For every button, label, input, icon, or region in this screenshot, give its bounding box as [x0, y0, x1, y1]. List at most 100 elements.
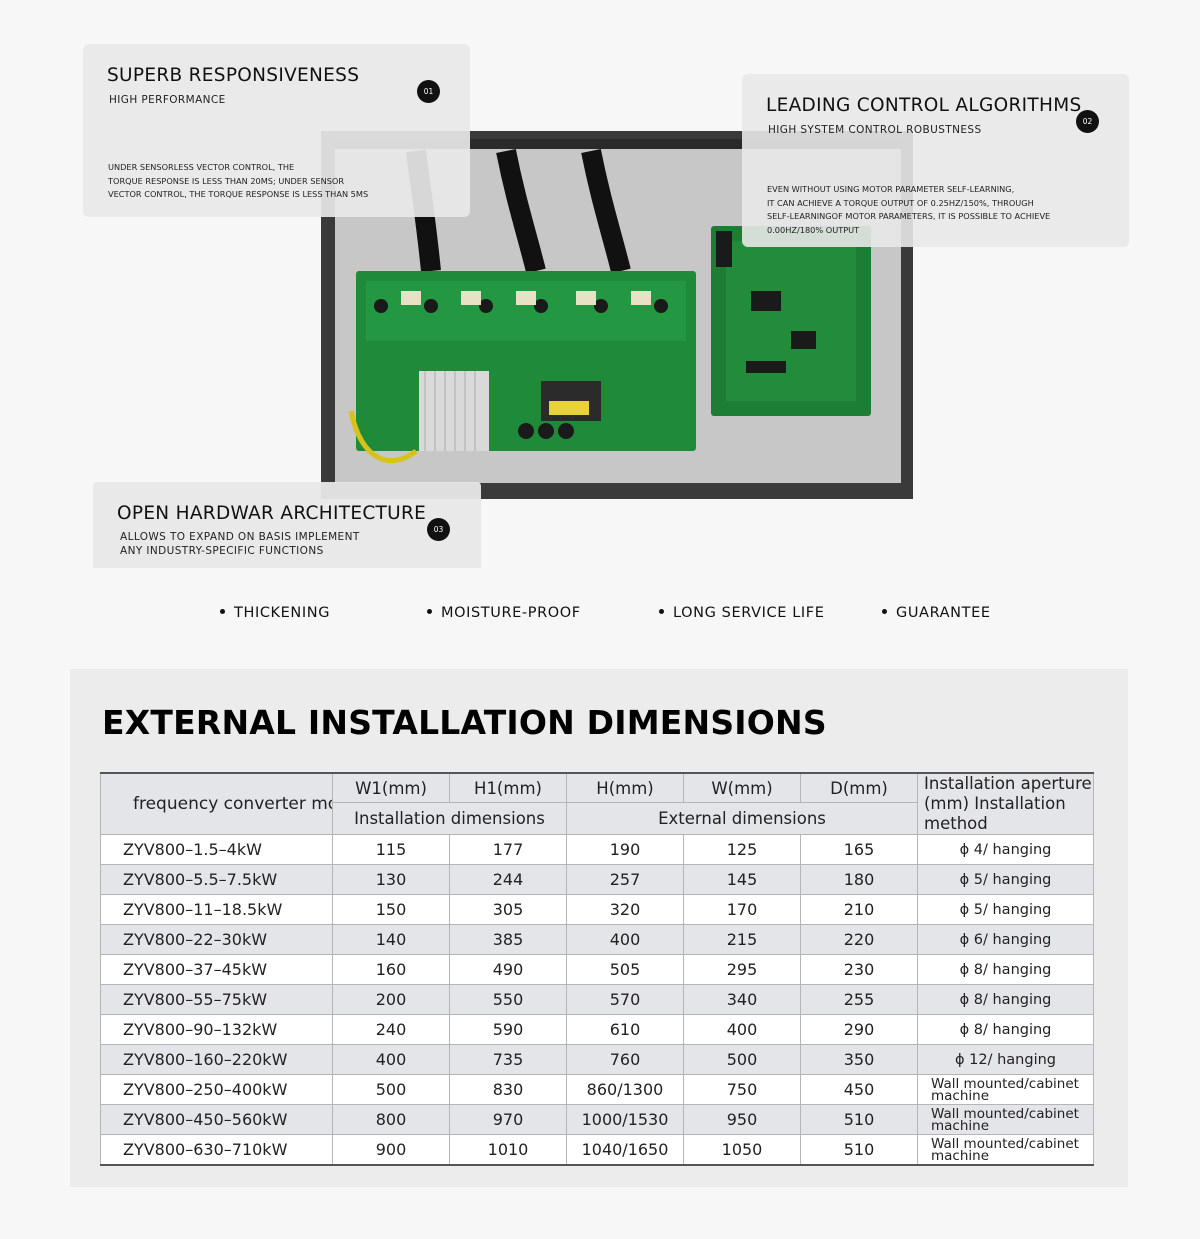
cell-w1: 140	[332, 924, 450, 955]
header-external-dimensions: External dimensions	[566, 802, 918, 835]
feature-card-responsiveness: SUPERB RESPONSIVENESS HIGH PERFORMANCE 0…	[83, 44, 470, 217]
header-h1: H1(mm)	[449, 772, 567, 804]
cell-w: 125	[683, 834, 801, 865]
header-h: H(mm)	[566, 772, 684, 804]
cell-d: 255	[800, 984, 918, 1015]
cell-method: Wall mounted/cabinet machine	[917, 1104, 1094, 1135]
card-title: SUPERB RESPONSIVENESS	[107, 65, 360, 86]
cell-h1: 830	[449, 1074, 567, 1105]
cell-w1: 160	[332, 954, 450, 985]
cell-w1: 150	[332, 894, 450, 925]
cell-model: ZYV800–160–220kW	[100, 1044, 333, 1075]
cell-model: ZYV800–1.5–4kW	[100, 834, 333, 865]
cell-method: ϕ 6/ hanging	[917, 924, 1094, 955]
card-number-badge: 02	[1076, 110, 1099, 133]
bullet-icon	[220, 608, 225, 614]
cell-w: 950	[683, 1104, 801, 1135]
card-title: OPEN HARDWAR ARCHITECTURE	[117, 503, 427, 524]
header-aperture: Installation aperture (mm) Installation …	[917, 772, 1094, 835]
cell-h: 610	[566, 1014, 684, 1045]
cell-w1: 900	[332, 1134, 450, 1166]
cell-h1: 735	[449, 1044, 567, 1075]
cell-d: 450	[800, 1074, 918, 1105]
feature-card-control-algorithms: LEADING CONTROL ALGORITHMS HIGH SYSTEM C…	[742, 74, 1129, 247]
card-number-badge: 01	[417, 80, 440, 103]
cell-w1: 240	[332, 1014, 450, 1045]
cell-h1: 244	[449, 864, 567, 895]
header-installation-dimensions: Installation dimensions	[332, 802, 567, 835]
section-title: EXTERNAL INSTALLATION DIMENSIONS	[102, 703, 827, 742]
cell-w1: 500	[332, 1074, 450, 1105]
bullet-icon	[659, 608, 664, 614]
cell-method: ϕ 5/ hanging	[917, 864, 1094, 895]
cell-h: 760	[566, 1044, 684, 1075]
cell-model: ZYV800–250–400kW	[100, 1074, 333, 1105]
cell-w1: 200	[332, 984, 450, 1015]
bullet-icon	[882, 608, 887, 614]
cell-h1: 970	[449, 1104, 567, 1135]
cell-h1: 385	[449, 924, 567, 955]
card-description: UNDER SENSORLESS VECTOR CONTROL, THE TOR…	[108, 162, 369, 200]
card-description: EVEN WITHOUT USING MOTOR PARAMETER SELF-…	[767, 184, 1051, 235]
cell-model: ZYV800–90–132kW	[100, 1014, 333, 1045]
header-w1: W1(mm)	[332, 772, 450, 804]
table-header-row: frequency converter model W1(mm) H1(mm) …	[100, 772, 1094, 835]
cell-model: ZYV800–450–560kW	[100, 1104, 333, 1135]
cell-w: 295	[683, 954, 801, 985]
cell-model: ZYV800–55–75kW	[100, 984, 333, 1015]
cell-h: 1040/1650	[566, 1134, 684, 1166]
cell-h: 1000/1530	[566, 1104, 684, 1135]
cell-d: 180	[800, 864, 918, 895]
cell-method: Wall mounted/cabinet machine	[917, 1134, 1094, 1166]
card-subtitle: HIGH PERFORMANCE	[109, 94, 226, 106]
cell-method: ϕ 12/ hanging	[917, 1044, 1094, 1075]
header-w: W(mm)	[683, 772, 801, 804]
cell-w1: 400	[332, 1044, 450, 1075]
cell-d: 350	[800, 1044, 918, 1075]
cell-h: 505	[566, 954, 684, 985]
cell-h1: 305	[449, 894, 567, 925]
cell-d: 230	[800, 954, 918, 985]
cell-w: 340	[683, 984, 801, 1015]
cell-d: 510	[800, 1134, 918, 1166]
card-subtitle: HIGH SYSTEM CONTROL ROBUSTNESS	[768, 124, 982, 136]
cell-method: Wall mounted/cabinet machine	[917, 1074, 1094, 1105]
cell-model: ZYV800–22–30kW	[100, 924, 333, 955]
cell-w1: 130	[332, 864, 450, 895]
cell-d: 510	[800, 1104, 918, 1135]
cell-h1: 177	[449, 834, 567, 865]
header-d: D(mm)	[800, 772, 918, 804]
cell-h: 190	[566, 834, 684, 865]
feature-moisture-proof: MOISTURE-PROOF	[427, 605, 581, 621]
cell-w: 145	[683, 864, 801, 895]
cell-d: 210	[800, 894, 918, 925]
cell-h: 860/1300	[566, 1074, 684, 1105]
card-subtitle: ANY INDUSTRY-SPECIFIC FUNCTIONS	[120, 545, 324, 557]
feature-long-service-life: LONG SERVICE LIFE	[659, 605, 824, 621]
cell-h: 570	[566, 984, 684, 1015]
cell-d: 290	[800, 1014, 918, 1045]
feature-guarantee: GUARANTEE	[882, 605, 991, 621]
cell-h1: 490	[449, 954, 567, 985]
cell-h: 257	[566, 864, 684, 895]
cell-w: 500	[683, 1044, 801, 1075]
cell-h: 400	[566, 924, 684, 955]
cell-w1: 115	[332, 834, 450, 865]
cell-w1: 800	[332, 1104, 450, 1135]
feature-thickening: THICKENING	[220, 605, 330, 621]
cell-method: ϕ 5/ hanging	[917, 894, 1094, 925]
cell-method: ϕ 8/ hanging	[917, 954, 1094, 985]
cell-w: 400	[683, 1014, 801, 1045]
cell-w: 1050	[683, 1134, 801, 1166]
cell-h1: 550	[449, 984, 567, 1015]
cell-model: ZYV800–37–45kW	[100, 954, 333, 985]
